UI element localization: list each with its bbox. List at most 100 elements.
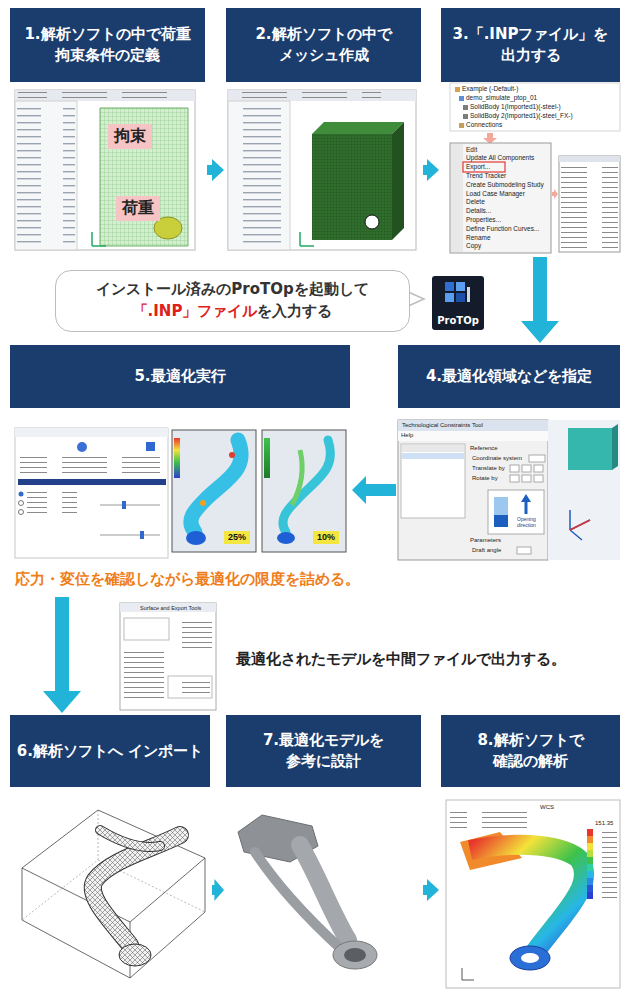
illustration-part [15,90,195,101]
illustration-part [534,465,543,472]
title-line: 4.最適化領域などを指定 [426,366,592,387]
flow-arrow [207,159,224,181]
step-header: 7.最適化モデルを 参考に設計 [226,715,421,787]
step-box: 7.最適化モデルを 参考に設計 [226,715,421,990]
illustration-part [264,438,270,478]
illustration-part [19,492,24,497]
illustration-part [124,648,164,698]
illustration-part [463,162,505,172]
illustration-part [17,104,75,248]
label-text: Draft angle [472,547,501,554]
callout-text: を入力する [257,302,332,320]
illustration-part [191,440,241,532]
label-text: Delete [466,198,485,206]
label-text: Translate by [472,465,505,472]
illustration-part [517,547,531,554]
illustration-part [120,603,216,612]
illustration-part [587,850,593,857]
illustration-part [19,501,24,506]
screenshot-designed-model [238,815,377,969]
title-line: 2.解析ソフトの中で [255,24,391,45]
app-icon: ProTOp [432,276,484,330]
illustration-part [552,189,558,199]
illustration-part [534,475,543,482]
illustration-part [529,455,545,462]
illustration-part [568,428,612,470]
step-title: 1.解析ソフトの中で荷重 拘束条件の定義 [16,24,199,66]
illustration-part [470,845,584,952]
illustration-part [300,232,314,246]
illustration-part [146,442,155,451]
illustration-part [398,420,548,560]
illustration-part [510,475,519,482]
label-text: Coordinate system [472,455,522,462]
step-title: 7.最適化モデルを 参考に設計 [232,730,415,772]
label-text: SolidBody 2(Imported1)(-steel_FX-) [470,112,573,120]
title-line: 6.解析ソフトへ [17,741,123,762]
illustration-part [229,452,235,458]
label-text: Edit [466,146,477,154]
illustration-part [459,96,464,101]
step-box: 6.解析ソフトへ インポート [10,715,210,990]
label-text: Surface and Export Tools [140,605,201,612]
flow-arrow [43,597,81,713]
illustration-part [124,618,169,640]
illustration-part [18,92,168,98]
illustration-part [445,282,454,291]
illustration-part [467,287,470,302]
illustration-part [100,108,188,246]
illustration-part [510,946,550,970]
illustration-part [186,531,206,545]
illustration-part [344,948,366,962]
illustration-part [561,164,618,250]
illustration-part [494,497,508,527]
label-text: SolidBody 1(Imported1)(-steel-) [470,103,561,111]
illustration-part [456,293,465,302]
step-title: 2.解析ソフトの中で メッシュ作成 [232,24,415,66]
illustration-part [77,442,87,452]
flow-arrow [423,879,439,901]
label-text: 最適化されたモデルを中間ファイルで出力する。 [236,650,566,668]
illustration-part [446,800,620,988]
illustration-part [255,852,340,948]
step-box: 5.最適化実行 [10,345,350,595]
illustration-part [231,92,381,98]
label-text: 151.35 [595,820,613,827]
illustration-part [300,845,348,940]
label-text: Details... [466,207,491,215]
illustration-part [93,835,180,945]
label-text: Connections [466,121,502,129]
illustration-part [172,618,212,648]
illustration-part [587,864,593,871]
illustration-part [522,475,531,482]
illustration-part [119,944,151,966]
step-title: 5.最適化実行 [134,366,225,387]
label-text: Help [401,432,413,439]
illustration-part [228,90,416,101]
illustration-part [283,440,331,532]
illustration-part [587,871,593,878]
flow-arrow [352,476,396,504]
step-header: 8.解析ソフトで 確認の解析 [441,715,620,787]
illustration-part [401,444,465,518]
illustration-part [140,531,144,539]
label-text: 応力・変位を確認しながら最適化の限度を詰める。 [15,570,360,588]
illustration-part [122,501,126,509]
illustration-part [15,101,77,250]
flow-arrow [212,879,224,901]
protop-icon [432,276,484,330]
illustration-part [587,885,593,892]
illustration-part [445,293,454,302]
label-text: Create Submodeling Study [466,181,544,189]
illustration-part [595,830,617,898]
illustration-part [230,104,288,248]
illustration-part [548,420,620,560]
illustration-part [100,830,160,847]
illustration-part [459,123,464,128]
screenshot-verification [446,800,620,988]
step-header: 6.解析ソフトへ インポート [10,715,210,787]
illustration-part [432,276,484,330]
illustration-part [292,450,302,505]
annotation-tag: 荷重 [116,196,160,221]
